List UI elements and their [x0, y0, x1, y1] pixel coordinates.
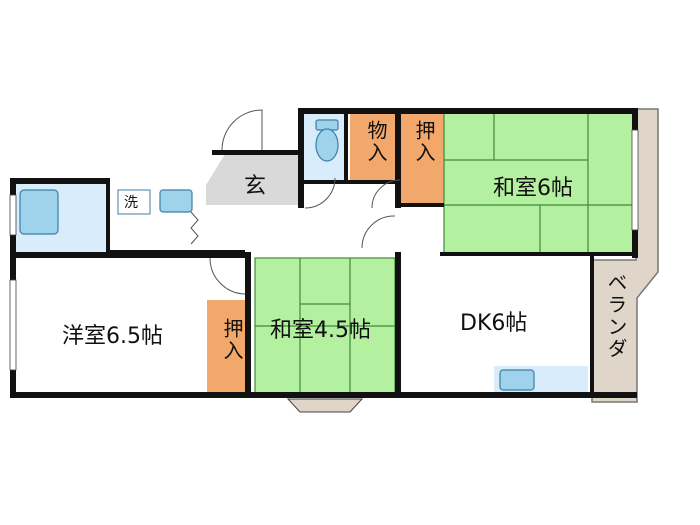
washitsu45-tatami [254, 257, 396, 395]
room-label-washitsu45: 和室4.5帖 [270, 318, 371, 343]
genkan-floor [206, 154, 298, 205]
veranda-area [591, 108, 659, 403]
kitchen-sink [499, 369, 535, 391]
room-label-washitsu6: 和室6帖 [493, 176, 573, 201]
room-label-sentaku: 洗 [124, 195, 138, 211]
washing-machine-spot [117, 189, 151, 215]
bay-window [286, 398, 364, 413]
room-label-veranda: ベランダ [604, 272, 628, 360]
oshiire-top-closet [400, 113, 444, 205]
wash-basin [159, 189, 193, 213]
door-swings [190, 109, 401, 295]
room-label-oshiire-left: 押入 [220, 318, 244, 362]
youshitsu-floor [15, 258, 245, 394]
room-label-oshiire-top: 押入 [412, 120, 436, 164]
room-label-monoire: 物入 [364, 120, 388, 164]
walls [10, 108, 638, 398]
room-label-dk: DK6帖 [460, 311, 528, 336]
room-label-youshitsu: 洋室6.5帖 [62, 324, 163, 349]
bathtub [19, 189, 59, 235]
room-label-genkan: 玄 [244, 174, 267, 199]
monoire-closet [350, 113, 396, 181]
toilet-bowl [315, 128, 339, 162]
windows [9, 129, 639, 371]
oshiire-left-closet [207, 300, 251, 392]
